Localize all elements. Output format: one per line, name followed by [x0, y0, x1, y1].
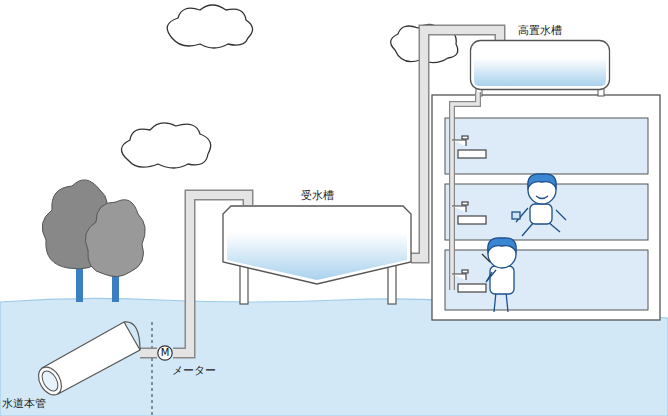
child-brushing	[482, 254, 490, 262]
faucet	[458, 216, 486, 224]
meter-circle	[158, 346, 172, 360]
cloud	[167, 5, 252, 48]
faucet	[452, 136, 486, 292]
meter-symbol: M	[161, 347, 170, 359]
pipe-fill	[140, 349, 157, 357]
part-name: 受水槽	[301, 189, 334, 202]
part-name: 高置水槽	[518, 24, 562, 37]
child-brushing	[494, 292, 508, 312]
child-brushing	[490, 266, 514, 294]
water	[474, 58, 606, 86]
faucet	[452, 274, 466, 280]
property-line	[152, 322, 153, 416]
cloud	[121, 123, 210, 168]
faucet	[462, 270, 468, 273]
child-jumping	[512, 212, 520, 219]
faucet	[462, 136, 468, 139]
part-label: メーター	[172, 364, 216, 377]
faucet	[458, 284, 486, 292]
tree	[42, 180, 145, 302]
house-pipe	[452, 92, 478, 290]
child-brushing	[482, 238, 516, 312]
part-name: 水道本管	[2, 397, 46, 410]
tank-leg	[240, 262, 248, 304]
tank-body	[471, 41, 610, 90]
receiving-tank: 受水槽	[222, 205, 412, 285]
tank-body	[223, 206, 411, 284]
faucet	[458, 150, 486, 158]
water-main: 水道本管	[25, 318, 140, 395]
child-brushing	[488, 238, 516, 252]
child-jumping	[530, 204, 552, 224]
child-jumping	[536, 196, 548, 199]
building	[432, 88, 660, 320]
child-jumping	[528, 174, 556, 188]
building	[445, 118, 648, 174]
house-pipe	[452, 92, 478, 290]
building	[445, 250, 648, 310]
pipe-mouth-inner	[39, 368, 61, 394]
pipe-end	[124, 322, 140, 350]
water-pipe	[140, 353, 157, 354]
pipe-outline	[140, 348, 157, 359]
building	[432, 95, 660, 320]
faucet	[452, 140, 466, 146]
water-main-outline	[25, 318, 140, 395]
receiving-tank-outline	[222, 205, 412, 285]
tree	[85, 200, 145, 277]
house-pipe	[452, 92, 478, 290]
tank-leg	[388, 262, 396, 304]
cloud	[121, 5, 457, 168]
faucet	[452, 206, 466, 212]
pipe-mouth	[34, 363, 66, 399]
water	[227, 232, 407, 280]
elevated-tank: 高置水槽	[470, 40, 610, 90]
faucet	[462, 202, 468, 205]
elevated-tank-outline	[470, 40, 610, 90]
water-meter: M	[157, 345, 173, 361]
child-brushing	[486, 270, 496, 282]
child-jumping	[512, 174, 566, 236]
